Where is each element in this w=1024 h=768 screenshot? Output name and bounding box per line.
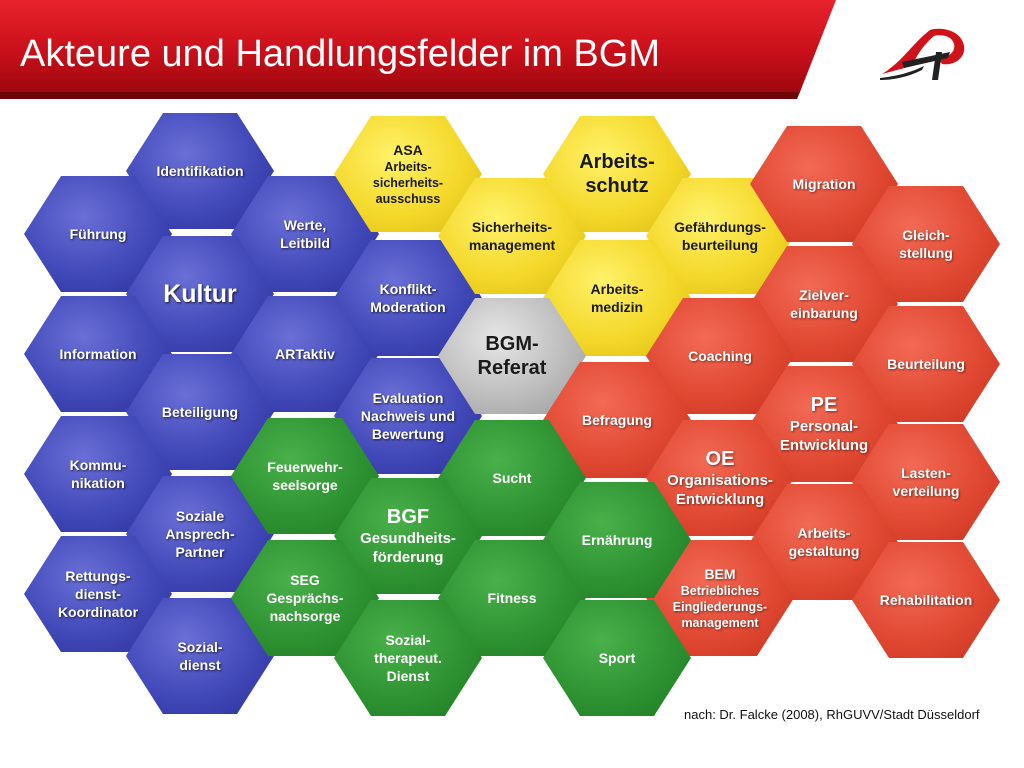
hexagon-title: BGM- Referat <box>477 333 547 379</box>
hexagon-title: ASA <box>393 142 423 158</box>
hexagon-title: Information <box>59 346 137 362</box>
hexagon-title: Sicherheits- management <box>468 219 556 253</box>
hexagon-title: Coaching <box>688 348 752 364</box>
hexagon-title: Ernährung <box>581 532 653 548</box>
hexagon-title: BGF <box>386 506 430 528</box>
hexagon-title: Konflikt- Moderation <box>370 281 446 315</box>
slide-header: Akteure und Handlungsfelder im BGM <box>0 0 1024 100</box>
hexagon-subtitle: Betriebliches Eingliederungs- management <box>672 584 768 630</box>
hexagon-subtitle: Gesundheits- förderung <box>360 530 456 566</box>
hexagon-subtitle: Arbeits- sicherheits- ausschuss <box>372 160 444 206</box>
hexagon-title: BEM <box>704 566 736 582</box>
hexagon-title: Feuerwehr- seelsorge <box>267 459 343 493</box>
hexagon-title: Kommu- nikation <box>69 457 127 491</box>
hexagon-title: Gefährdungs- beurteilung <box>674 219 766 253</box>
hexagon-sport: Sport <box>543 600 691 716</box>
hexagon-title: PE <box>810 394 838 416</box>
hexagon-title: Migration <box>792 176 856 192</box>
hexagon-title: Rehabilitation <box>879 592 973 608</box>
hexagon-title: Kultur <box>163 280 237 308</box>
hexagon-title: Zielver- einbarung <box>790 287 858 321</box>
hexagon-title: Evaluation Nachweis und Bewertung <box>360 390 456 442</box>
hexagon-title: Fitness <box>487 590 537 606</box>
hexagon-title: Arbeits- gestaltung <box>788 525 860 559</box>
slide-title: Akteure und Handlungsfelder im BGM <box>20 33 660 75</box>
hexagon-subtitle: Organisations- Entwicklung <box>667 472 773 508</box>
hexagon-title: Beurteilung <box>887 356 965 372</box>
hexagon-title: Sozial- therapeut. Dienst <box>374 632 442 684</box>
hexagon-title: Sucht <box>492 470 532 486</box>
hexagon-title: SEG Gesprächs- nachsorge <box>266 572 344 624</box>
hexagon-title: ARTaktiv <box>275 346 335 362</box>
hexagon-title: Gleich- stellung <box>899 227 953 261</box>
source-credit: nach: Dr. Falcke (2008), RhGUVV/Stadt Dü… <box>684 707 980 722</box>
hexagon-rehabilitation: Rehabilitation <box>852 542 1000 658</box>
hexagon-title: Sozial- dienst <box>177 639 223 673</box>
hexagon-arbeitsschutz: Arbeits- schutz <box>543 116 691 232</box>
hexagon-title: Werte, Leitbild <box>280 217 330 251</box>
hexagon-title: Sport <box>598 650 636 666</box>
hexagon-title: Soziale Ansprech- Partner <box>165 508 235 560</box>
hexagon-title: Identifikation <box>156 163 244 179</box>
hexagon-title: Lasten- verteilung <box>892 465 960 499</box>
hexagon-subtitle: Personal- Entwicklung <box>779 418 869 454</box>
hexagon-title: Befragung <box>582 412 652 428</box>
hexagon-title: Arbeits- medizin <box>590 281 644 315</box>
header-banner <box>0 0 836 99</box>
hexagon-title: OE <box>705 448 735 470</box>
company-logo-icon <box>880 28 965 80</box>
hexagon-title: Führung <box>69 226 127 242</box>
hexagon-title: Rettungs- dienst- Koordinator <box>57 568 139 620</box>
hexagon-title: Arbeits- schutz <box>579 151 655 197</box>
hexagon-title: Beteiligung <box>161 404 239 420</box>
